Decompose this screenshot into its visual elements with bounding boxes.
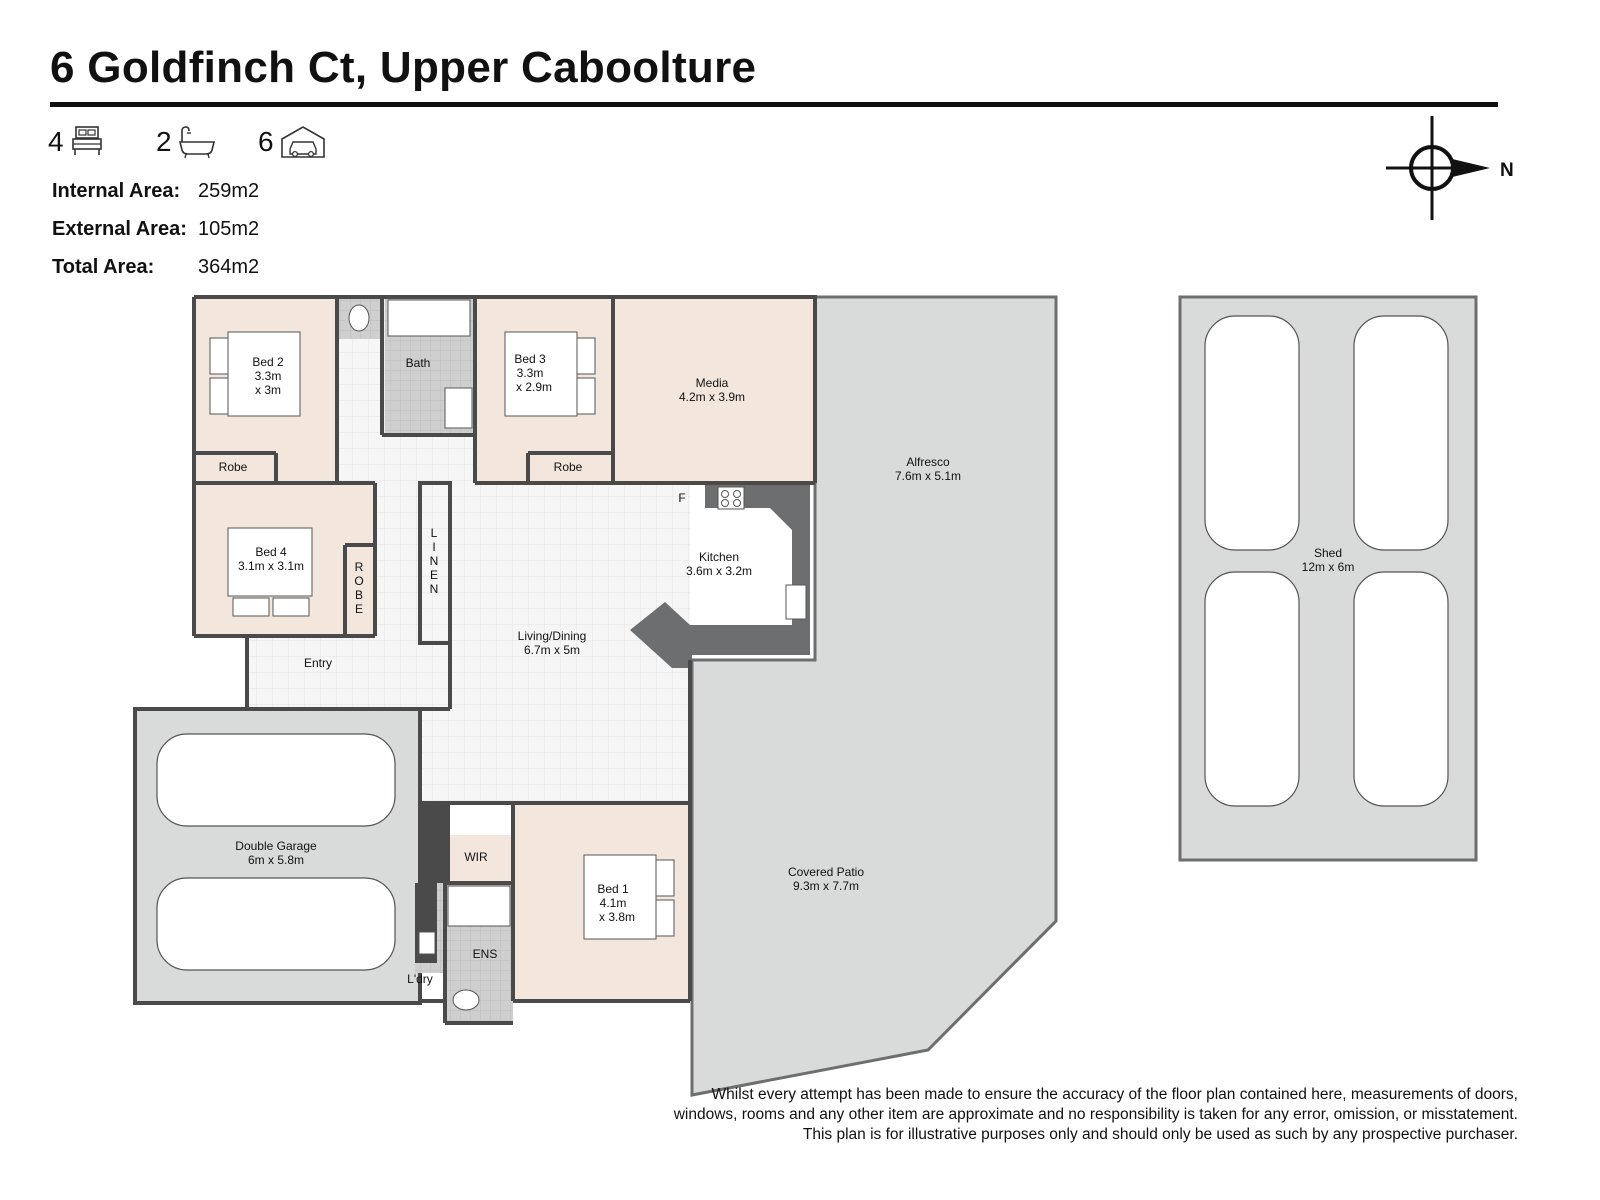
room-label: Living/Dining: [518, 629, 587, 643]
room-dims: 12m x 6m: [1302, 560, 1355, 574]
bed3-furniture: [504, 331, 596, 417]
room-dims: 3.3m: [517, 366, 544, 380]
room-label: Double Garage: [235, 839, 317, 853]
room-label: Robe: [554, 460, 583, 474]
area-value: 259m2: [198, 180, 260, 202]
room-dims: 4.2m x 3.9m: [679, 390, 745, 404]
room-label: Bed 3: [514, 352, 546, 366]
disclaimer: Whilst every attempt has been made to en…: [618, 1085, 1518, 1145]
bedroom-count: 4: [48, 126, 64, 157]
robe-letter: B: [355, 588, 363, 602]
room-dims: 4.1m: [600, 896, 627, 910]
room-dims: 9.3m x 7.7m: [793, 879, 859, 893]
shower: [444, 387, 473, 429]
wir-wall-block: [422, 803, 450, 883]
bed-icon: [71, 126, 102, 155]
room-label: L'dry: [407, 972, 433, 986]
wc-toilet: [348, 304, 370, 332]
kitchen-sink: [785, 584, 807, 620]
robe-right-floor: [528, 453, 613, 483]
alfresco-patio-area: [690, 295, 1058, 1097]
room-dims: x 2.9m: [516, 380, 552, 394]
room-dims: x 3.8m: [599, 910, 635, 924]
garage-car-icon: [280, 126, 325, 158]
room-label: Media: [696, 376, 729, 390]
area-label: External Area:: [52, 218, 187, 240]
wir-floor: [450, 835, 513, 883]
disclaimer-line: Whilst every attempt has been made to en…: [711, 1086, 1518, 1103]
room-dims: 3.1m x 3.1m: [238, 559, 304, 573]
bathtub: [387, 299, 471, 337]
north-label: N: [1500, 160, 1514, 181]
room-label: Kitchen: [699, 550, 739, 564]
robe-letter: O: [354, 574, 363, 588]
room-label: Bath: [406, 356, 431, 370]
room-label: Covered Patio: [788, 865, 864, 879]
room-label: Bed 4: [255, 545, 287, 559]
area-label: Total Area:: [52, 256, 155, 278]
disclaimer-line: windows, rooms and any other item are ap…: [673, 1106, 1518, 1123]
robe-letter: R: [355, 560, 364, 574]
garage-cars: [156, 733, 396, 971]
parking-count: 6: [258, 126, 274, 157]
bed1-furniture: [583, 854, 675, 940]
ensuite-shower: [447, 885, 511, 927]
robe-left-floor: [194, 453, 276, 483]
robe-letter: E: [355, 602, 363, 616]
fridge-label: F: [678, 491, 685, 505]
room-dims: 3.3m: [255, 369, 282, 383]
media-floor: [613, 297, 815, 483]
title-divider: [50, 102, 1498, 107]
stat-bathrooms: 2: [156, 124, 216, 160]
room-dims: 7.6m x 5.1m: [895, 469, 961, 483]
bed4-furniture: [227, 527, 313, 617]
bathroom-count: 2: [156, 126, 172, 157]
laundry-tub: [418, 931, 436, 955]
page-title: 6 Goldfinch Ct, Upper Caboolture: [50, 43, 757, 92]
linen-letter: L: [431, 526, 438, 540]
area-label: Internal Area:: [52, 180, 181, 202]
room-label: Entry: [304, 656, 332, 670]
linen-letter: E: [430, 568, 438, 582]
disclaimer-line: This plan is for illustrative purposes o…: [802, 1126, 1518, 1143]
area-value: 105m2: [198, 218, 260, 240]
compass-icon: [1386, 116, 1490, 220]
shed-cars: [1204, 315, 1449, 807]
interior-walls: [192, 295, 817, 1025]
room-dims: x 3m: [255, 383, 281, 397]
linen-letter: I: [432, 540, 435, 554]
cooktop: [717, 486, 745, 510]
ensuite-toilet: [452, 989, 480, 1011]
room-label: WIR: [464, 850, 488, 864]
room-label: ENS: [473, 947, 498, 961]
kitchen-bench: [630, 485, 810, 668]
room-label: Bed 1: [597, 882, 629, 896]
area-value: 364m2: [198, 256, 260, 278]
room-dims: 6m x 5.8m: [248, 853, 304, 867]
linen-letter: N: [430, 554, 439, 568]
linen-letter: N: [430, 582, 439, 596]
room-label: Bed 2: [252, 355, 284, 369]
stat-bedrooms: 4: [48, 124, 104, 160]
room-label: Shed: [1314, 546, 1342, 560]
room-label: Alfresco: [906, 455, 950, 469]
room-label: Robe: [219, 460, 248, 474]
room-dims: 3.6m x 3.2m: [686, 564, 752, 578]
stat-parking: 6: [258, 124, 326, 160]
room-dims: 6.7m x 5m: [524, 643, 580, 657]
living-hall-floor: [247, 297, 690, 803]
bath-icon: [178, 126, 215, 159]
bed2-furniture: [209, 331, 301, 417]
